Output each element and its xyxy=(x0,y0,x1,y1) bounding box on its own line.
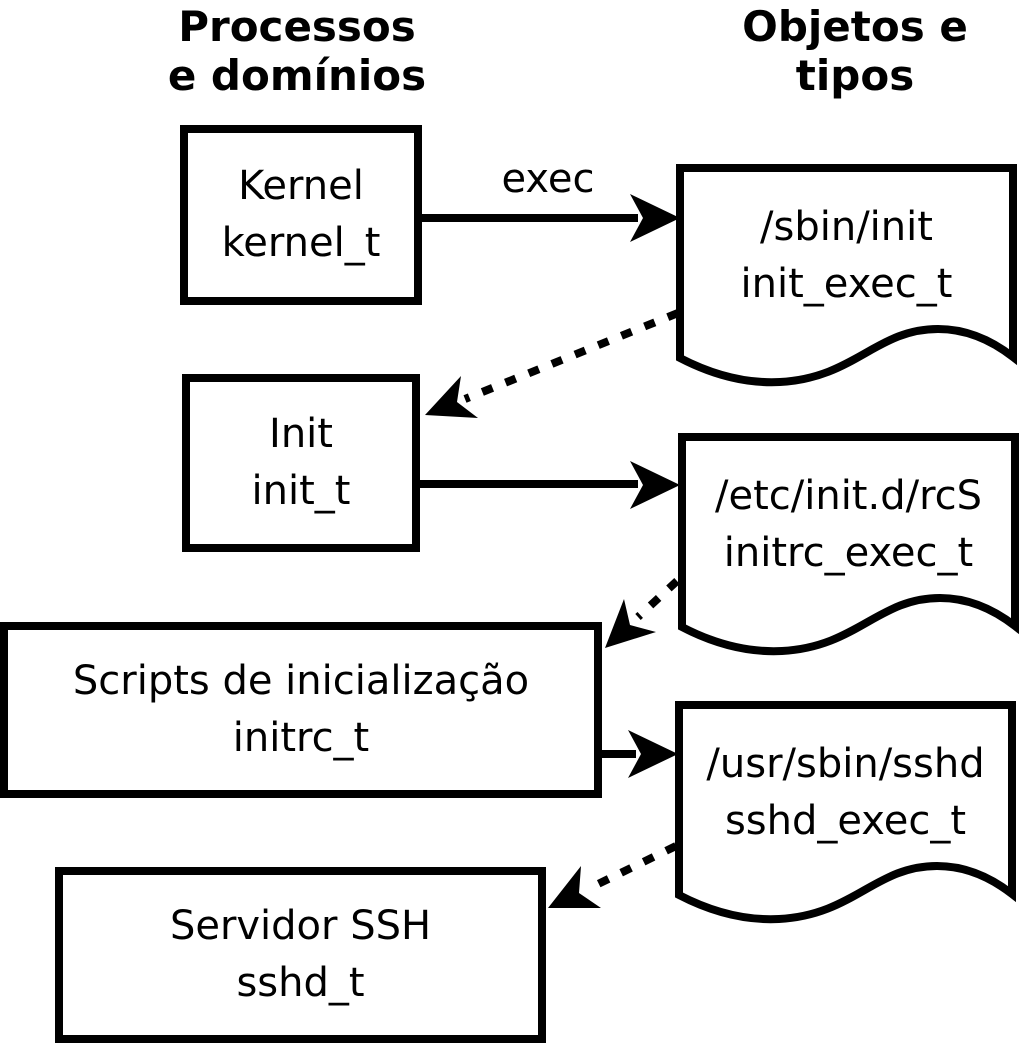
column-header-processes: Processos e domínios xyxy=(97,2,497,100)
process-box-ssh-server-label: Servidor SSH xyxy=(169,903,432,949)
exec-arrow-label: exec xyxy=(501,156,595,202)
object-doc-usr-sbin-sshd-type: sshd_exec_t xyxy=(724,797,967,844)
object-doc-sbin-init-path: /sbin/init xyxy=(760,203,933,250)
process-box-ssh-server-type: sshd_t xyxy=(236,960,365,1006)
object-doc-sbin-init: /sbin/init init_exec_t xyxy=(680,168,1013,343)
exec-arrow-init-to-rcs xyxy=(420,461,680,509)
exec-arrow-initrc-to-sshd xyxy=(600,730,678,778)
transition-arrow-rcs-to-initrc xyxy=(605,578,680,648)
object-doc-usr-sbin-sshd-path: /usr/sbin/sshd xyxy=(706,740,985,787)
column-header-objects-line1: Objetos e xyxy=(742,2,968,51)
process-box-kernel: Kernel kernel_t xyxy=(180,125,422,305)
object-doc-etc-initd-rcs-type: initrc_exec_t xyxy=(723,529,974,576)
process-box-init-scripts-label: Scripts de inicialização xyxy=(72,658,530,704)
object-doc-etc-initd-rcs: /etc/init.d/rcS initrc_exec_t xyxy=(682,437,1015,612)
transition-arrow-sbin-init-to-init xyxy=(425,309,680,418)
process-box-ssh-server: Servidor SSH sshd_t xyxy=(55,867,546,1043)
process-box-init-scripts-type: initrc_t xyxy=(232,715,370,761)
document-shape-usr-sbin-sshd xyxy=(675,701,1016,924)
transition-arrow-sshd-exec-to-sshd xyxy=(548,842,678,908)
process-box-kernel-label: Kernel xyxy=(238,163,364,209)
column-header-objects: Objetos e tipos xyxy=(655,2,1024,100)
document-shape-sbin-init xyxy=(676,164,1017,387)
process-box-init: Init init_t xyxy=(182,374,420,552)
process-box-init-label: Init xyxy=(269,411,333,457)
process-box-init-type: init_t xyxy=(251,468,351,514)
object-doc-usr-sbin-sshd: /usr/sbin/sshd sshd_exec_t xyxy=(679,705,1012,880)
process-box-init-scripts: Scripts de inicialização initrc_t xyxy=(0,622,602,798)
column-header-processes-line1: Processos xyxy=(178,2,416,51)
object-doc-etc-initd-rcs-path: /etc/init.d/rcS xyxy=(714,472,983,519)
column-header-processes-line2: e domínios xyxy=(167,51,427,100)
column-header-objects-line2: tipos xyxy=(795,51,915,100)
document-shape-etc-initd-rcs xyxy=(678,433,1019,656)
process-box-kernel-type: kernel_t xyxy=(221,220,381,266)
object-doc-sbin-init-type: init_exec_t xyxy=(740,260,953,307)
exec-arrow-kernel-to-sbin-init xyxy=(422,194,680,242)
